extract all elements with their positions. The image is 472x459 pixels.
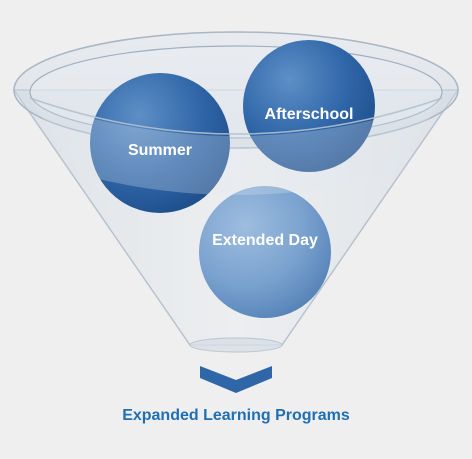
summer-label: Summer xyxy=(127,142,193,159)
ball-extended-day xyxy=(199,186,331,318)
ball-summer xyxy=(90,73,230,213)
extended-day-label: Extended Day xyxy=(212,232,318,249)
funnel-rim-front xyxy=(29,97,443,135)
funnel-spout xyxy=(189,337,283,353)
output-label: Expanded Learning Programs xyxy=(122,407,350,424)
afterschool-label: Afterschool xyxy=(264,106,354,123)
funnel-glass-front xyxy=(30,100,442,195)
chevron-down-icon xyxy=(200,366,272,393)
ball-afterschool xyxy=(243,40,375,172)
